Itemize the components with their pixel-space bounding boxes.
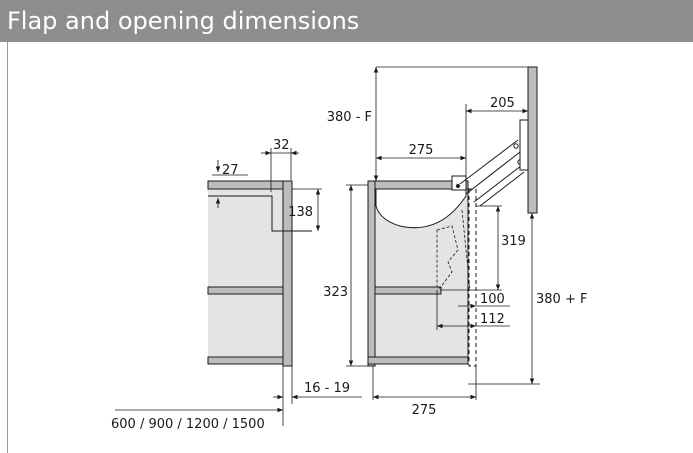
dim-275-top: 275 (376, 143, 466, 161)
dim-32-label: 32 (273, 138, 290, 153)
dim-100: 100 (436, 290, 510, 330)
flap-open (527, 66, 538, 214)
dim-275-bottom: 275 (372, 366, 477, 418)
dim-widths-label: 600 / 900 / 1200 / 1500 (111, 417, 265, 432)
dim-205-label: 205 (490, 96, 515, 111)
dim-380-plus-f: 380 + F (468, 213, 587, 385)
dim-138-label: 138 (288, 205, 313, 220)
dim-275-top-label: 275 (409, 143, 434, 158)
dim-16-19: 16 - 19 (273, 366, 362, 404)
dim-widths: 600 / 900 / 1200 / 1500 (111, 404, 284, 432)
flap-bracket (519, 119, 529, 171)
front-top-board (207, 180, 293, 190)
dim-27-label: 27 (222, 163, 239, 178)
title-bar: Flap and opening dimensions (0, 0, 693, 42)
dim-100-label: 100 (480, 292, 505, 307)
dim-112: 112 (437, 312, 510, 329)
mechanism-swing-area (375, 188, 467, 229)
dim-319-label: 319 (501, 234, 526, 249)
front-view (207, 180, 312, 367)
dim-319: 319 (440, 205, 526, 291)
front-bottom-board (207, 356, 291, 365)
fitting-outline (218, 195, 312, 232)
mechanism-dashed-outline (436, 225, 459, 289)
front-shelf (207, 286, 291, 295)
side-bottom-board (367, 356, 469, 365)
page-title: Flap and opening dimensions (7, 7, 360, 35)
side-shelf (374, 286, 442, 295)
dim-27: 27 (212, 160, 248, 208)
flap-closed-outline (468, 188, 477, 367)
dim-275-bottom-label: 275 (412, 403, 437, 418)
dim-16-19-label: 16 - 19 (304, 381, 350, 396)
dim-32: 32 (261, 138, 299, 192)
dim-380-minus-f: 380 - F (327, 66, 528, 181)
dim-112-label: 112 (480, 312, 505, 327)
dim-380-minus-f-label: 380 - F (327, 110, 372, 125)
dim-138: 138 (288, 188, 322, 231)
front-cabinet-body (208, 183, 290, 364)
side-view (367, 66, 538, 367)
side-back-panel (367, 180, 376, 367)
dim-323: 323 (323, 184, 368, 367)
dim-380-plus-f-label: 380 + F (536, 292, 587, 307)
dim-205: 205 (465, 96, 528, 176)
front-side-panel (282, 180, 293, 367)
dim-323-label: 323 (323, 285, 348, 300)
left-rule (7, 42, 8, 453)
